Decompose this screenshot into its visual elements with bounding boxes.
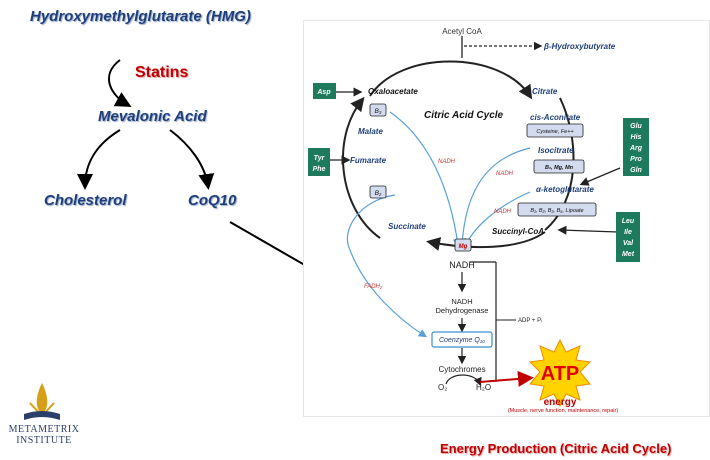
o2-label: O₂ <box>438 383 447 392</box>
arrow-mevalonic-to-cholesterol <box>77 129 121 190</box>
nadh-label-3: NADH <box>494 209 512 215</box>
energy-label: energy <box>544 397 577 408</box>
arrow-mevalonic-to-coq10 <box>169 129 215 190</box>
statins-label: Statins <box>135 64 189 81</box>
malate-label: Malate <box>358 127 383 136</box>
coenzyme-q10-box <box>431 331 493 348</box>
atp-starburst <box>528 338 592 408</box>
val-text: Val <box>623 240 634 247</box>
logo-line2: INSTITUTE <box>16 435 72 446</box>
hmg-label: Hydroxymethylglutarate (HMG) <box>30 8 251 25</box>
logo-line1: METAMETRIX <box>8 424 80 435</box>
b3-malate-box <box>369 103 387 117</box>
oxaloacetate-label: Oxaloacetate <box>368 87 418 96</box>
alpha-ketoglutarate-label: α-ketoglutarate <box>536 185 594 194</box>
tyr-phe-box <box>308 148 330 176</box>
footer-title: Energy Production (Citric Acid Cycle) <box>440 441 672 456</box>
fadh2-label: FADH₂ <box>364 284 383 290</box>
cycle-title: Citric Acid Cycle <box>424 110 504 121</box>
atp-label: ATP <box>541 363 580 385</box>
b3-mg-mn-box <box>533 159 585 174</box>
citrate-label: Citrate <box>532 87 558 96</box>
b-vitamins-box <box>517 202 597 217</box>
hydroxybutyrate-label: β-Hydroxybutyrate <box>543 42 616 51</box>
isocitrate-label: Isocitrate <box>538 146 574 155</box>
b-vitamins-text: B₁, B₂, B₃, B₅, Lipoate <box>530 208 583 214</box>
met-text: Met <box>622 251 635 258</box>
b2-succinate-text: B₂ <box>375 190 382 197</box>
coq10-label: CoQ10 <box>188 192 237 209</box>
adp-pi-label: ADP + Pᵢ <box>518 318 542 324</box>
succinate-label: Succinate <box>388 222 426 231</box>
nadh-main-label: NADH <box>449 260 475 270</box>
cytochromes-label: Cytochromes <box>438 365 485 374</box>
leu-text: Leu <box>622 218 635 225</box>
ile-text: Ile <box>624 229 632 236</box>
arrow-hmg-to-mevalonic <box>108 59 132 107</box>
succinyl-coa-label: Succinyl-CoA <box>492 227 544 236</box>
tyr-text: Tyr <box>314 155 326 162</box>
nadh-label-1: NADH <box>438 159 456 165</box>
cysteine-fe-box <box>526 123 584 138</box>
cis-aconitate-label: cis-Aconitate <box>530 113 581 122</box>
glu-group-box <box>623 118 649 176</box>
coenzyme-q10-label: Coenzyme Q₁₀ <box>439 337 485 344</box>
energy-note: (Muscle, nerve function, maintenance, re… <box>508 408 619 414</box>
cholesterol-label: Cholesterol <box>44 192 127 209</box>
gln-text: Gln <box>630 167 642 174</box>
mg-text: Mg <box>459 244 468 250</box>
logo: METAMETRIX INSTITUTE <box>8 424 80 446</box>
arg-text: Arg <box>629 145 643 152</box>
cycle-arc-bottom <box>426 231 546 251</box>
b2-succinate-box <box>369 185 387 199</box>
phe-text: Phe <box>313 166 326 173</box>
pro-text: Pro <box>630 156 642 163</box>
h2o-label: H₂O <box>476 383 491 392</box>
his-text: His <box>631 134 642 141</box>
cycle-arc-left <box>342 96 381 239</box>
nadh-label-2: NADH <box>496 171 514 177</box>
nadh-dehydrogenase-line2: Dehydrogenase <box>436 306 489 315</box>
leu-group-box <box>616 212 640 262</box>
citric-acid-cycle-panel <box>303 20 710 417</box>
arrow-to-atp <box>479 370 534 387</box>
b3-mg-mn-text: B₃, Mg, Mn <box>545 165 574 171</box>
fumarate-label: Fumarate <box>350 156 387 165</box>
b3-malate-text: B₃ <box>375 108 382 115</box>
nadh-dehydrogenase-line1: NADH <box>451 297 472 306</box>
asp-box <box>313 83 336 99</box>
logo-emblem-icon <box>24 383 60 420</box>
mevalonic-acid-label: Mevalonic Acid <box>98 108 207 125</box>
cycle-arc-top <box>369 60 533 100</box>
cysteine-fe-text: Cysteine, Fe++ <box>536 129 574 135</box>
mg-box <box>454 238 472 252</box>
acetyl-coa-label: Acetyl CoA <box>442 27 482 36</box>
asp-text: Asp <box>316 89 331 96</box>
glu-text: Glu <box>630 123 642 130</box>
